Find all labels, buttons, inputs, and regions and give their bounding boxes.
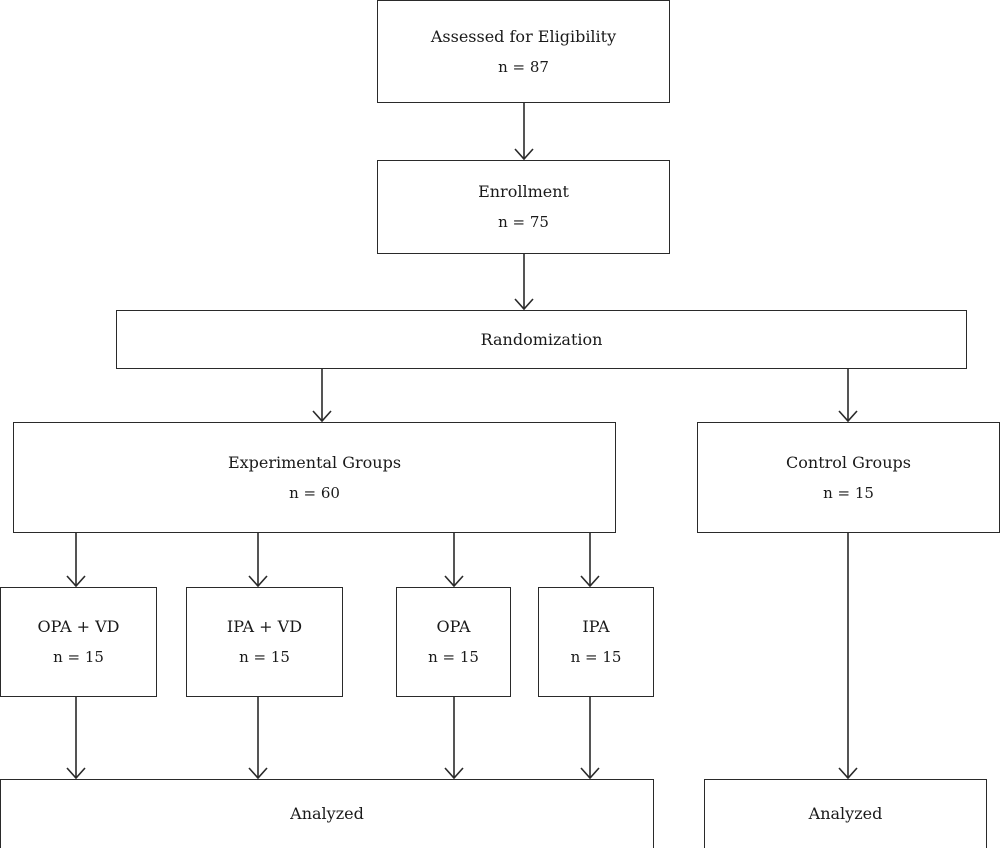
arrow-randomization-to-control (838, 369, 858, 423)
arrow-enrollment-to-randomization (514, 254, 534, 311)
analyzed-control-label: Analyzed (808, 804, 883, 823)
arrow-experimental-to-opa (444, 533, 464, 588)
arrow-randomization-to-experimental (312, 369, 332, 423)
control-groups-box: Control Groups n = 15 (697, 422, 1000, 533)
analyzed-experimental-box: Analyzed (0, 779, 654, 848)
arrow-opa-to-analyzed (444, 697, 464, 780)
analyzed-experimental-label: Analyzed (290, 804, 364, 823)
assessed-label: Assessed for Eligibility (430, 26, 617, 46)
experimental-label: Experimental Groups (227, 452, 402, 472)
experimental-count: n = 60 (289, 483, 340, 502)
group-opa-label: OPA (436, 617, 471, 636)
group-ipa-label: IPA (582, 617, 610, 636)
randomization-box: Randomization (116, 310, 967, 369)
arrow-experimental-to-ipa (580, 533, 600, 588)
control-count: n = 15 (823, 483, 874, 502)
assessed-for-eligibility-box: Assessed for Eligibility n = 87 (377, 0, 670, 103)
group-opa-vd-label: OPA + VD (37, 617, 120, 636)
enrollment-box: Enrollment n = 75 (377, 160, 670, 254)
arrow-assessed-to-enrollment (514, 103, 534, 161)
arrow-ipa-vd-to-analyzed (248, 697, 268, 780)
experimental-groups-box: Experimental Groups n = 60 (13, 422, 616, 533)
group-ipa-vd-label: IPA + VD (226, 617, 303, 636)
arrow-opa-vd-to-analyzed (66, 697, 86, 780)
control-label: Control Groups (786, 452, 911, 472)
arrow-ipa-to-analyzed (580, 697, 600, 780)
group-opa-vd-count: n = 15 (53, 648, 104, 666)
group-ipa-box: IPA n = 15 (538, 587, 654, 697)
group-opa-vd-box: OPA + VD n = 15 (0, 587, 157, 697)
analyzed-control-box: Analyzed (704, 779, 987, 848)
group-ipa-count: n = 15 (570, 648, 622, 666)
group-opa-box: OPA n = 15 (396, 587, 511, 697)
arrow-experimental-to-opa-vd (66, 533, 86, 588)
randomization-label: Randomization (480, 329, 603, 349)
group-opa-count: n = 15 (428, 648, 479, 666)
group-ipa-vd-count: n = 15 (239, 648, 290, 666)
enrollment-label: Enrollment (478, 182, 569, 201)
arrow-control-to-analyzed (838, 533, 858, 780)
group-ipa-vd-box: IPA + VD n = 15 (186, 587, 343, 697)
assessed-count: n = 87 (498, 57, 549, 76)
arrow-experimental-to-ipa-vd (248, 533, 268, 588)
enrollment-count: n = 75 (498, 213, 549, 231)
